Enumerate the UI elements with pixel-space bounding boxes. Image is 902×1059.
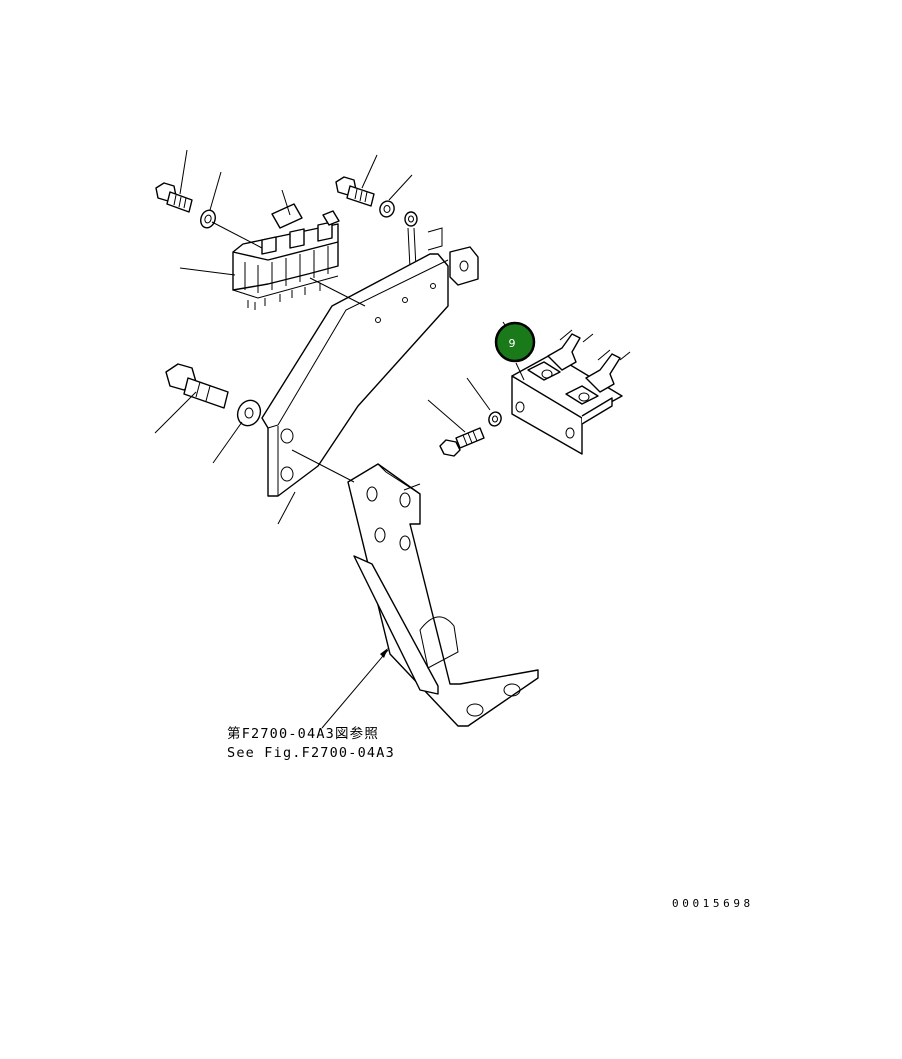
leader-washer-large — [212, 421, 243, 464]
callout-9[interactable]: 9 — [494, 321, 536, 363]
washer-small-right — [488, 411, 502, 427]
washer-upper-left — [200, 209, 216, 229]
reference-note-en: See Fig.F2700-04A3 — [227, 745, 395, 761]
washer-upper-middle — [379, 200, 395, 218]
arrow-reference-note — [380, 648, 388, 658]
leader-bolt-upper-middle — [361, 154, 378, 189]
leader-main-bracket — [277, 491, 296, 525]
leader-bolt-upper-left — [179, 149, 188, 195]
washer-pin — [404, 211, 418, 269]
drawing-code: 00015698 — [672, 897, 754, 910]
bolt-large — [165, 363, 229, 409]
callout-9-label: 9 — [509, 337, 516, 350]
leader-washer-upper-middle — [388, 174, 413, 201]
bolt-upper-left — [155, 182, 193, 213]
leader-relay-washer — [211, 221, 263, 249]
leader-bolt-large — [154, 391, 197, 434]
leader-relay-top — [281, 189, 291, 216]
leader-callout-9 — [515, 362, 525, 381]
leader-washer-upper-left — [209, 171, 222, 211]
leader-reference-note — [321, 649, 389, 729]
relay-block — [232, 203, 340, 310]
leader-washer-small-right — [466, 377, 491, 411]
reference-note-jp: 第F2700-04A3図参照 — [227, 726, 380, 742]
lower-bracket — [291, 449, 539, 727]
callout-9-badge[interactable] — [494, 321, 536, 363]
bolt-small-right — [439, 427, 485, 457]
leader-bolt-small-right — [427, 399, 466, 433]
socket-bracket — [511, 329, 631, 455]
bolt-upper-middle — [335, 176, 375, 207]
main-bracket — [261, 227, 479, 497]
leader-relay-left — [179, 267, 236, 276]
washer-large — [236, 399, 262, 427]
